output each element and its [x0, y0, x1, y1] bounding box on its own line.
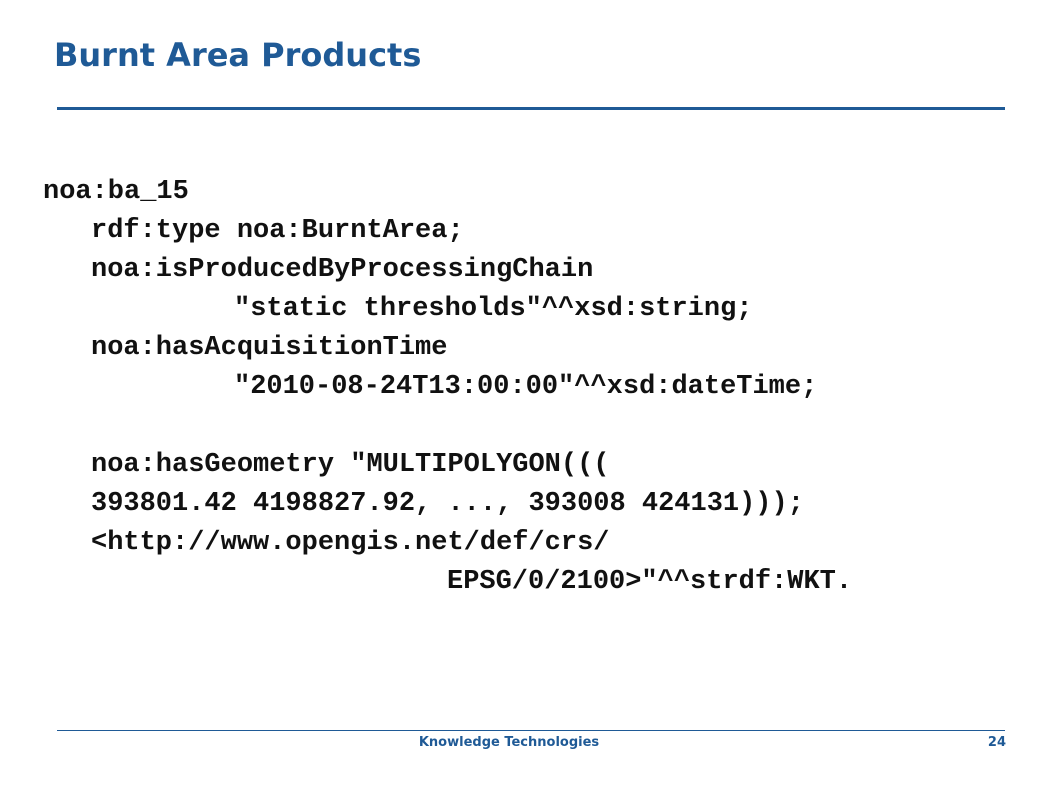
page-number: 24: [987, 735, 1006, 750]
title-divider: [57, 107, 1005, 110]
code-line: <http://www.opengis.net/def/crs/: [91, 528, 610, 558]
code-line: "2010-08-24T13:00:00"^^xsd:dateTime;: [234, 372, 818, 402]
footer-divider: [57, 730, 1005, 731]
code-line: noa:ba_15: [43, 177, 189, 207]
code-line: noa:hasAcquisitionTime: [91, 333, 448, 363]
slide-title: Burnt Area Products: [54, 36, 422, 74]
code-line: EPSG/0/2100>"^^strdf:WKT.: [447, 567, 853, 597]
code-line: noa:hasGeometry "MULTIPOLYGON(((: [91, 450, 610, 480]
footer-text: Knowledge Technologies: [418, 735, 600, 750]
code-line: rdf:type noa:BurntArea;: [91, 216, 464, 246]
code-line: noa:isProducedByProcessingChain: [91, 255, 594, 285]
code-line: "static thresholds"^^xsd:string;: [234, 294, 753, 324]
code-line: 393801.42 4198827.92, ..., 393008 424131…: [91, 489, 804, 519]
